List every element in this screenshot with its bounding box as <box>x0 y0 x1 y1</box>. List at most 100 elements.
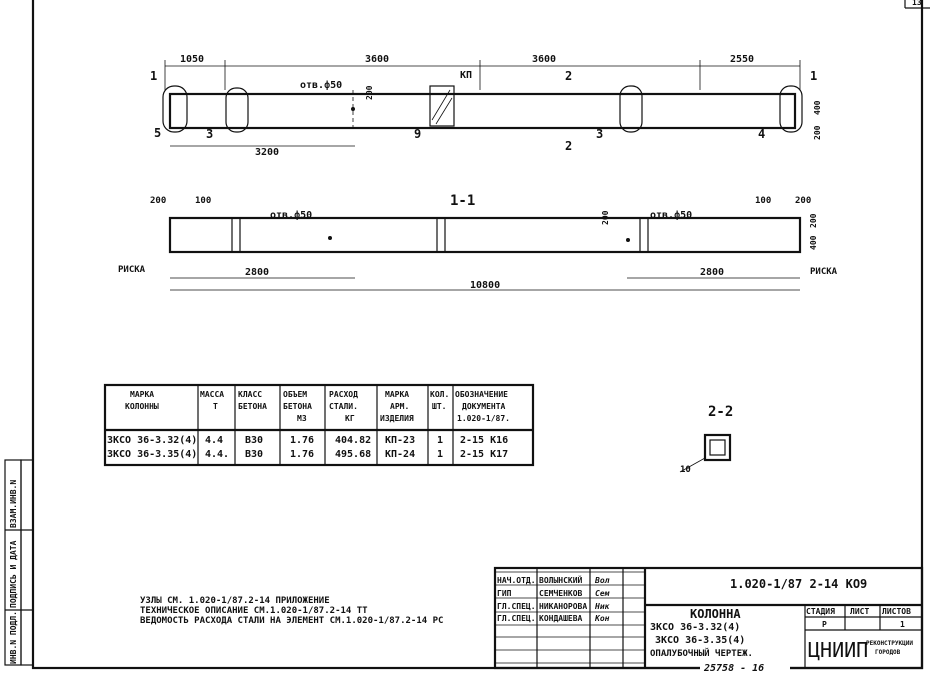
svg-text:3200: 3200 <box>255 147 279 158</box>
svg-text:КОЛОННА: КОЛОННА <box>690 607 741 621</box>
svg-text:404.82: 404.82 <box>335 435 371 446</box>
svg-text:В30: В30 <box>245 449 263 460</box>
svg-text:9: 9 <box>414 127 421 141</box>
svg-text:ШТ.: ШТ. <box>432 402 446 411</box>
svg-text:ВЗАМ.ИНВ.N: ВЗАМ.ИНВ.N <box>9 480 18 528</box>
svg-text:1.020-1/87.: 1.020-1/87. <box>457 414 510 423</box>
svg-text:отв.ф50: отв.ф50 <box>650 209 692 221</box>
svg-text:2800: 2800 <box>700 267 724 278</box>
svg-text:Сем: Сем <box>595 589 610 598</box>
drawing-code: 1.020-1/87 2-14 КО9 <box>730 577 867 591</box>
svg-text:Кон: Кон <box>594 614 610 623</box>
svg-text:1050: 1050 <box>180 54 204 65</box>
svg-text:ИНВ.N ПОДЛ.: ИНВ.N ПОДЛ. <box>9 611 18 664</box>
svg-text:1: 1 <box>437 449 443 460</box>
svg-text:400: 400 <box>809 235 818 250</box>
svg-text:2: 2 <box>565 139 572 153</box>
svg-text:РИСКА: РИСКА <box>118 265 146 275</box>
svg-text:2550: 2550 <box>730 54 754 65</box>
svg-text:КЛАСС: КЛАСС <box>238 390 262 399</box>
svg-text:МАССА: МАССА <box>200 390 224 399</box>
svg-text:ВОЛЫНСКИЙ: ВОЛЫНСКИЙ <box>539 574 583 585</box>
svg-text:СТАДИЯ: СТАДИЯ <box>806 607 835 616</box>
svg-text:БЕТОНА: БЕТОНА <box>283 402 312 411</box>
svg-text:ГОРОДОВ: ГОРОДОВ <box>875 649 901 656</box>
svg-text:КП-23: КП-23 <box>385 435 415 446</box>
svg-text:ИЗДЕЛИЯ: ИЗДЕЛИЯ <box>380 414 414 423</box>
svg-text:1.76: 1.76 <box>290 449 314 460</box>
svg-text:КП: КП <box>460 70 472 81</box>
sheet-number: 13 <box>912 0 922 7</box>
svg-text:200: 200 <box>150 196 166 206</box>
svg-text:10: 10 <box>680 465 691 475</box>
svg-text:ЛИСТОВ: ЛИСТОВ <box>882 607 911 616</box>
svg-text:2-15 К17: 2-15 К17 <box>460 449 508 460</box>
svg-text:СЕМЧЕНКОВ: СЕМЧЕНКОВ <box>539 589 583 598</box>
svg-text:БЕТОНА: БЕТОНА <box>238 402 267 411</box>
svg-text:РАСХОД: РАСХОД <box>329 390 358 399</box>
svg-text:ДОКУМЕНТА: ДОКУМЕНТА <box>462 402 506 411</box>
svg-text:ОБОЗНАЧЕНИЕ: ОБОЗНАЧЕНИЕ <box>455 390 508 399</box>
svg-text:КОЛ.: КОЛ. <box>430 390 449 399</box>
kp-embedded <box>429 85 455 127</box>
archive-stamp: 25758 - 16 <box>703 663 764 673</box>
svg-text:1: 1 <box>810 69 817 83</box>
side-stamp: ИНВ.N ПОДЛ. ПОДПИСЬ И ДАТА ВЗАМ.ИНВ.N <box>4 459 34 666</box>
svg-text:отв.ф50: отв.ф50 <box>270 209 312 221</box>
svg-text:3600: 3600 <box>365 54 389 65</box>
svg-text:Р: Р <box>822 620 827 629</box>
svg-text:Вол: Вол <box>594 576 610 585</box>
svg-text:200: 200 <box>809 213 818 228</box>
svg-text:10800: 10800 <box>470 280 500 291</box>
svg-text:1: 1 <box>900 620 905 629</box>
notes: УЗЛЫ СМ. 1.020-1/87.2-14 ПРИЛОЖЕНИЕ ТЕХН… <box>140 596 443 626</box>
svg-text:ГЛ.СПЕЦ.: ГЛ.СПЕЦ. <box>497 614 536 623</box>
svg-text:РИСКА: РИСКА <box>810 267 838 277</box>
section-1-1: 1-1 200 100 100 200 отв.ф50 отв.ф50 200 … <box>118 193 838 291</box>
archive-stamp-backing <box>700 661 790 673</box>
svg-text:2: 2 <box>565 69 572 83</box>
svg-text:КГ: КГ <box>345 414 355 423</box>
svg-text:ОПАЛУБОЧНЫЙ ЧЕРТЕЖ.: ОПАЛУБОЧНЫЙ ЧЕРТЕЖ. <box>650 647 753 659</box>
node-3 <box>225 87 249 133</box>
svg-text:Т: Т <box>213 402 218 411</box>
svg-text:2-2: 2-2 <box>708 404 733 420</box>
svg-text:200: 200 <box>813 125 822 140</box>
svg-text:1: 1 <box>150 69 157 83</box>
svg-text:ТЕХНИЧЕСКОЕ ОПИСАНИЕ СМ.1.020-: ТЕХНИЧЕСКОЕ ОПИСАНИЕ СМ.1.020-1/87.2-14 … <box>140 606 368 616</box>
svg-text:4: 4 <box>758 127 765 141</box>
svg-text:отв.ф50: отв.ф50 <box>300 79 342 91</box>
svg-text:4.4: 4.4 <box>205 435 223 446</box>
svg-text:ПОДПИСЬ И ДАТА: ПОДПИСЬ И ДАТА <box>9 540 18 608</box>
svg-text:400: 400 <box>813 100 822 115</box>
svg-text:1: 1 <box>437 435 443 446</box>
node-3b <box>619 85 643 133</box>
svg-text:ВЕДОМОСТЬ РАСХОДА СТАЛИ НА ЭЛЕ: ВЕДОМОСТЬ РАСХОДА СТАЛИ НА ЭЛЕМЕНТ СМ.1.… <box>140 616 443 626</box>
svg-text:ГЛ.СПЕЦ.: ГЛ.СПЕЦ. <box>497 602 536 611</box>
svg-text:3КСО 36-3.35(4): 3КСО 36-3.35(4) <box>107 449 197 460</box>
svg-text:495.68: 495.68 <box>335 449 371 460</box>
svg-text:3600: 3600 <box>532 54 556 65</box>
org-logo: ЦНИИП <box>808 638 868 662</box>
svg-text:200: 200 <box>365 85 374 100</box>
node-5 <box>162 85 188 133</box>
svg-text:1.76: 1.76 <box>290 435 314 446</box>
svg-text:ЛИСТ: ЛИСТ <box>850 607 869 616</box>
svg-text:КОЛОННЫ: КОЛОННЫ <box>125 402 159 411</box>
svg-text:3КСО 36-3.35(4): 3КСО 36-3.35(4) <box>655 635 745 646</box>
svg-text:3: 3 <box>596 127 603 141</box>
svg-text:М3: М3 <box>297 414 307 423</box>
svg-text:НАЧ.ОТД.: НАЧ.ОТД. <box>497 576 536 585</box>
svg-text:ОБЪЕМ: ОБЪЕМ <box>283 390 307 399</box>
sheet-frame <box>31 0 924 670</box>
svg-text:В30: В30 <box>245 435 263 446</box>
section-2-2: 2-2 10 <box>679 404 733 475</box>
svg-text:3КСО 36-3.32(4): 3КСО 36-3.32(4) <box>650 622 740 633</box>
svg-text:100: 100 <box>195 196 211 206</box>
svg-text:4.4.: 4.4. <box>205 449 229 460</box>
svg-text:РЕКОНСТРУКЦИИ: РЕКОНСТРУКЦИИ <box>866 640 913 647</box>
svg-text:5: 5 <box>154 126 161 140</box>
